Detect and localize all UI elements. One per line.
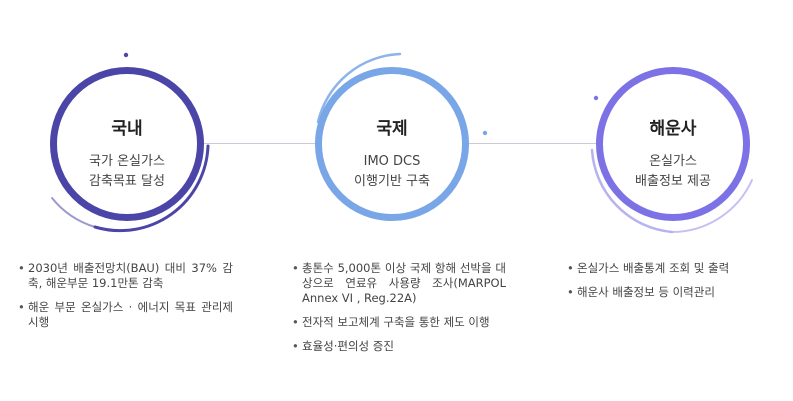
list-item: 총톤수 5,000톤 이상 국제 항해 선박을 대상으로 연료유 사용량 조사(… [292, 261, 506, 306]
international-circle: 국제 IMO DCS 이행기반 구축 [315, 67, 469, 221]
circle3-outer-arc-2 [671, 179, 753, 233]
circle-subtitle: 국가 온실가스 감축목표 달성 [57, 152, 197, 192]
circle2-dot [482, 130, 488, 136]
shipping-company-circle: 해운사 온실가스 배출정보 제공 [596, 67, 750, 221]
international-bullet-list: 총톤수 5,000톤 이상 국제 항해 선박을 대상으로 연료유 사용량 조사(… [292, 261, 506, 363]
connector-line-1 [204, 143, 315, 144]
connector-line-2 [469, 143, 596, 144]
domestic-circle: 국내 국가 온실가스 감축목표 달성 [50, 67, 204, 221]
list-item: 해운 부문 온실가스 · 에너지 목표 관리제 시행 [18, 300, 233, 330]
circle-subtitle: IMO DCS 이행기반 구축 [322, 152, 462, 192]
circle1-outer-arc-tail [51, 197, 96, 228]
circle-title: 국내 [111, 119, 143, 139]
circle-subtitle-line: IMO DCS [363, 154, 421, 169]
circle3-outer-arc [590, 148, 674, 234]
circle1-outer-arc [93, 144, 210, 233]
list-item: 2030년 배출전망치(BAU) 대비 37% 감축, 해운부문 19.1만톤 … [18, 261, 233, 291]
list-item: 효율성·편의성 증진 [292, 339, 506, 354]
shipping-company-bullet-list: 온실가스 배출통계 조회 및 출력 해운사 배출정보 등 이력관리 [567, 261, 782, 309]
circle-title: 해운사 [649, 119, 697, 139]
circle-subtitle-line: 감축목표 달성 [89, 174, 165, 189]
list-item: 온실가스 배출통계 조회 및 출력 [567, 261, 782, 276]
circle-subtitle-line: 국가 온실가스 [89, 154, 165, 169]
circle3-dot [593, 95, 599, 101]
circle-subtitle: 온실가스 배출정보 제공 [603, 152, 743, 192]
circle1-dot [123, 52, 129, 58]
domestic-bullet-list: 2030년 배출전망치(BAU) 대비 37% 감축, 해운부문 19.1만톤 … [18, 261, 233, 339]
circle-subtitle-line: 이행기반 구축 [354, 174, 430, 189]
circle-subtitle-line: 배출정보 제공 [635, 174, 711, 189]
list-item: 해운사 배출정보 등 이력관리 [567, 285, 782, 300]
circle-title: 국제 [376, 119, 408, 139]
list-item: 전자적 보고체계 구축을 통한 제도 이행 [292, 315, 506, 330]
circle-subtitle-line: 온실가스 [649, 154, 697, 169]
